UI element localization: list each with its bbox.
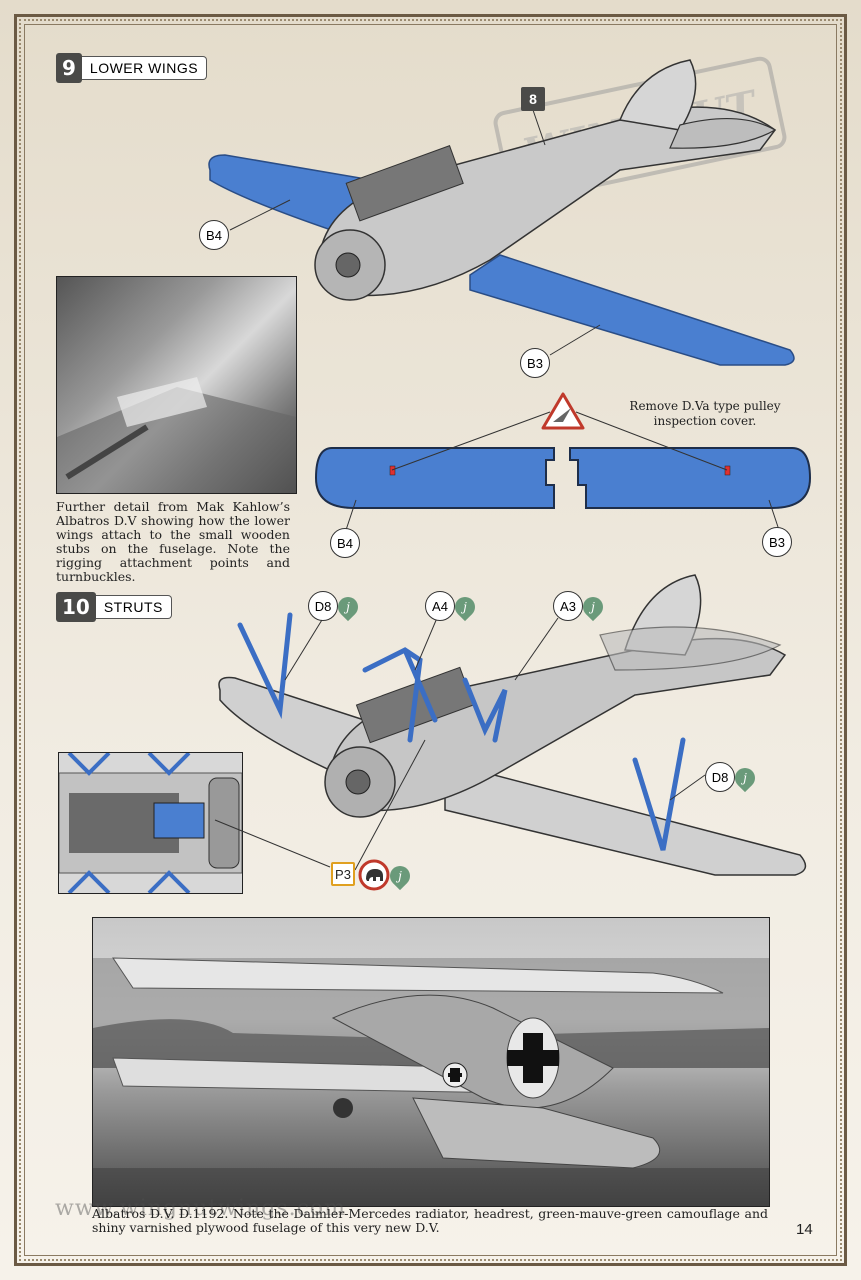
step-10-title: STRUTS bbox=[95, 595, 172, 619]
elephant-icon bbox=[358, 859, 390, 891]
paint-drop-icon: j bbox=[578, 592, 608, 622]
callout-b3-top: B3 bbox=[520, 348, 550, 378]
page-frame-mid bbox=[19, 19, 842, 1261]
step-9-title: LOWER WINGS bbox=[81, 56, 208, 80]
inset-cockpit-detail bbox=[58, 752, 243, 894]
callout-d8-right: D8 bbox=[705, 762, 735, 792]
warning-triangle-icon bbox=[541, 392, 585, 430]
page-frame-inner bbox=[24, 24, 837, 1256]
callout-a4: A4 bbox=[425, 591, 455, 621]
step-9-header: 9 LOWER WINGS bbox=[56, 53, 208, 83]
step-9-number: 9 bbox=[56, 53, 82, 83]
step-10-header: 10 STRUTS bbox=[56, 592, 172, 622]
paint-drop-icon: j bbox=[385, 861, 415, 891]
paint-drop-icon: j bbox=[730, 763, 760, 793]
page-frame-outer bbox=[14, 14, 847, 1266]
photo-albatros-dv bbox=[92, 917, 770, 1207]
paint-drop-icon: j bbox=[450, 592, 480, 622]
paint-drop-icon: j bbox=[333, 592, 363, 622]
lower-wings-plan-view bbox=[314, 411, 812, 531]
callout-b4-bottom: B4 bbox=[330, 528, 360, 558]
callout-b4-top: B4 bbox=[199, 220, 229, 250]
page-number: 14 bbox=[796, 1221, 813, 1238]
inset-leader-line bbox=[214, 819, 331, 868]
pulley-note: Remove D.Va type pulley inspection cover… bbox=[629, 399, 781, 428]
website-watermark: www.wingnutwings.com bbox=[55, 1196, 347, 1221]
aircraft-step9-illustration bbox=[208, 59, 795, 366]
photo-wing-attachment bbox=[56, 276, 297, 494]
callout-p3: P3 bbox=[331, 862, 355, 886]
photo1-caption: Further detail from Mak Kahlow’s Albatro… bbox=[56, 499, 290, 584]
callout-8: 8 bbox=[521, 87, 545, 111]
photo2-caption: Albatros D.V. D.1192. Note the Daimler-M… bbox=[92, 1206, 768, 1235]
step-10-number: 10 bbox=[56, 592, 96, 622]
callout-d8-left: D8 bbox=[308, 591, 338, 621]
aircraft-step10-illustration bbox=[218, 574, 807, 876]
callout-a3: A3 bbox=[553, 591, 583, 621]
callout-b3-bottom: B3 bbox=[762, 527, 792, 557]
